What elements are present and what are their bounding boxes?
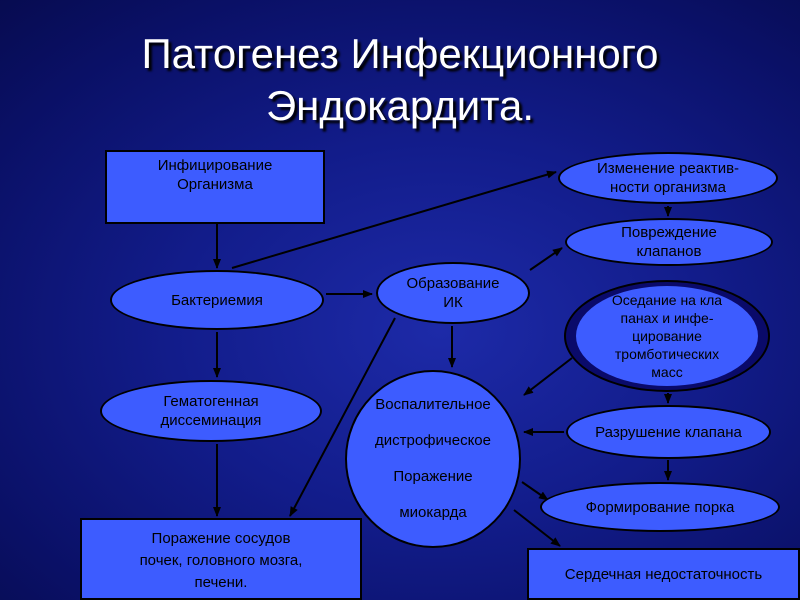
- arrow-ic-to-vessels: [289, 317, 396, 517]
- arrow-ic-to-valve-damage: [529, 247, 563, 271]
- node-myocardium-line: Поражение: [393, 468, 473, 485]
- node-hematogenous-line: диссеминация: [160, 412, 262, 429]
- node-hematogenous-line: Гематогенная: [163, 393, 259, 410]
- node-hematogenous-dissemination: Гематогенная диссеминация: [100, 380, 322, 442]
- node-bacteremia-line: Бактериемия: [171, 291, 263, 309]
- node-thrombotic-line: масс: [651, 364, 683, 380]
- node-thrombotic-line: цирование: [632, 328, 702, 344]
- node-thrombotic-line: тромботических: [614, 346, 720, 362]
- node-thrombotic-deposition: Оседание на кла панах и инфе- цирование …: [576, 286, 758, 386]
- node-myocardium-line: миокарда: [399, 504, 467, 521]
- node-vessels-line: печени.: [194, 574, 248, 591]
- node-thrombotic-line: панах и инфе-: [620, 310, 714, 326]
- title-line-1: Патогенез Инфекционного: [141, 30, 659, 77]
- node-myocardium-line: дистрофическое: [375, 432, 491, 449]
- node-ic-line: Образование: [406, 275, 500, 292]
- node-valve-destruction-line: Разрушение клапана: [595, 423, 742, 441]
- node-heart-failure: Сердечная недостаточность: [527, 548, 800, 600]
- node-infection-line: Инфицирование: [157, 157, 273, 174]
- node-myocardium-line: Воспалительное: [375, 396, 491, 413]
- arrow-thrombotic-to-myocardium: [523, 357, 573, 396]
- node-bacteremia: Бактериемия: [110, 270, 324, 330]
- node-valve-damage: Повреждение клапанов: [565, 218, 773, 266]
- node-myocardium-lesion: Воспалительное дистрофическое Поражение …: [345, 370, 521, 548]
- node-vessels-line: Поражение сосудов: [151, 530, 291, 547]
- node-vessels-line: почек, головного мозга,: [139, 552, 303, 569]
- node-defect-formation: Формирование порка: [540, 482, 780, 532]
- slide-title: Патогенез Инфекционного Эндокардита.: [0, 28, 800, 132]
- node-valve-destruction: Разрушение клапана: [566, 405, 771, 459]
- arrow-bacteremia-to-reactivity: [231, 170, 557, 269]
- node-thrombotic-line: Оседание на кла: [611, 292, 723, 308]
- node-vessel-lesion: Поражение сосудов почек, головного мозга…: [80, 518, 362, 600]
- node-infection: Инфицирование Организма: [105, 150, 325, 224]
- node-infection-line: Организма: [177, 176, 253, 193]
- node-reactivity-line: Изменение реактив-: [596, 160, 740, 177]
- node-defect-line: Формирование порка: [585, 498, 735, 516]
- node-heart-failure-line: Сердечная недостаточность: [564, 565, 763, 583]
- node-valve-damage-line: Повреждение: [621, 224, 717, 241]
- node-ic-line: ИК: [443, 294, 463, 311]
- arrow-myocardium-to-heart-failure: [513, 509, 561, 547]
- title-line-2: Эндокардита.: [265, 82, 535, 129]
- node-ic-formation: Образование ИК: [376, 262, 530, 324]
- node-reactivity-line: ности организма: [610, 179, 726, 196]
- arrow-myocardium-to-defect: [521, 481, 549, 501]
- node-valve-damage-line: клапанов: [636, 243, 702, 260]
- node-reactivity-change: Изменение реактив- ности организма: [558, 152, 778, 204]
